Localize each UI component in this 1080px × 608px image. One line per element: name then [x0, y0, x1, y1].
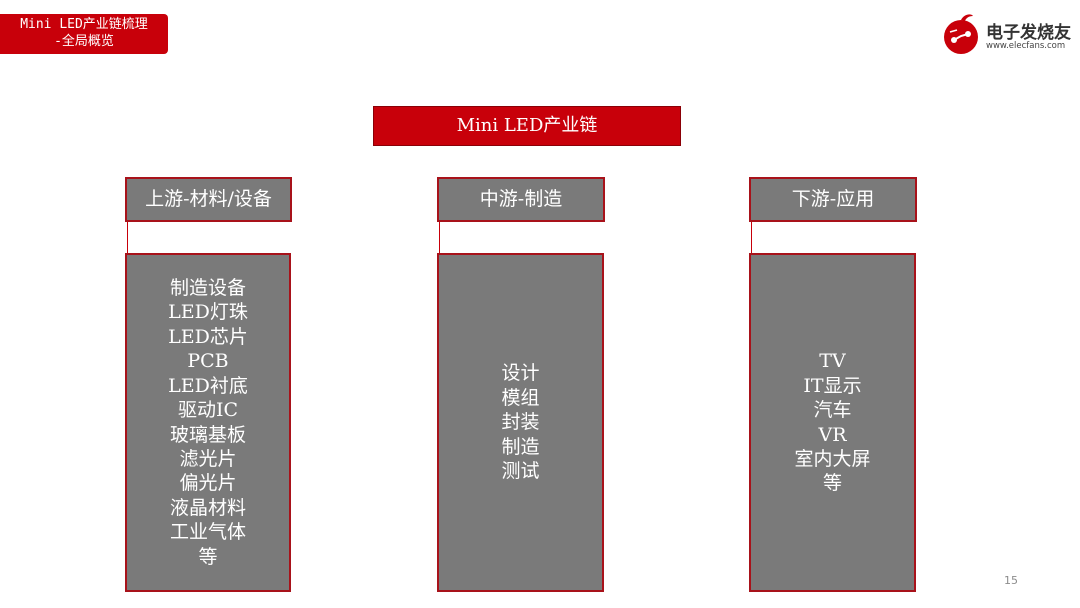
- list-item: 制造设备: [169, 277, 246, 300]
- midstream-connector: [439, 222, 440, 253]
- list-item: PCB: [187, 350, 229, 373]
- list-item: 模组: [501, 386, 540, 409]
- list-item: 滤光片: [179, 447, 237, 470]
- page-number: 15: [1004, 574, 1018, 587]
- list-item: 液晶材料: [169, 496, 246, 519]
- list-item: LED衬底: [168, 374, 248, 397]
- list-item: 工业气体: [169, 521, 246, 544]
- logo-url: www.elecfans.com: [986, 41, 1066, 51]
- list-item: 偏光片: [179, 472, 237, 495]
- list-item: 室内大屏: [794, 447, 871, 470]
- elecfans-logo: 电子发烧友 www.elecfans.com: [940, 10, 1072, 58]
- list-item: 玻璃基板: [169, 423, 246, 446]
- section-tag-subtitle: -全局概览: [54, 34, 114, 49]
- list-item: LED芯片: [168, 325, 248, 348]
- list-item: IT显示: [803, 374, 862, 397]
- upstream-box: 制造设备 LED灯珠 LED芯片 PCB LED衬底 驱动IC 玻璃基板 滤光片…: [125, 253, 291, 592]
- elecfans-logo-icon: [944, 14, 978, 54]
- list-item: LED灯珠: [168, 301, 248, 324]
- downstream-box: TV IT显示 汽车 VR 室内大屏 等: [749, 253, 916, 592]
- root-node: Mini LED产业链: [373, 106, 681, 146]
- logo-name: 电子发烧友: [986, 23, 1071, 43]
- list-item: 测试: [501, 460, 540, 483]
- list-item: 制造: [501, 435, 540, 458]
- section-tag: Mini LED产业链梳理 -全局概览: [0, 14, 168, 54]
- list-item: 驱动IC: [177, 399, 239, 422]
- list-item: 封装: [501, 411, 540, 434]
- list-item: VR: [818, 423, 847, 446]
- list-item: 设计: [501, 362, 540, 385]
- upstream-connector: [127, 222, 128, 253]
- midstream-box: 设计 模组 封装 制造 测试: [437, 253, 604, 592]
- midstream-header: 中游-制造: [437, 177, 605, 222]
- list-item: 汽车: [813, 399, 852, 422]
- downstream-header: 下游-应用: [749, 177, 917, 222]
- upstream-header: 上游-材料/设备: [125, 177, 292, 222]
- downstream-connector: [751, 222, 752, 253]
- section-tag-title: Mini LED产业链梳理: [20, 17, 148, 32]
- list-item: 等: [198, 545, 218, 568]
- list-item: 等: [822, 472, 842, 495]
- list-item: TV: [819, 350, 846, 373]
